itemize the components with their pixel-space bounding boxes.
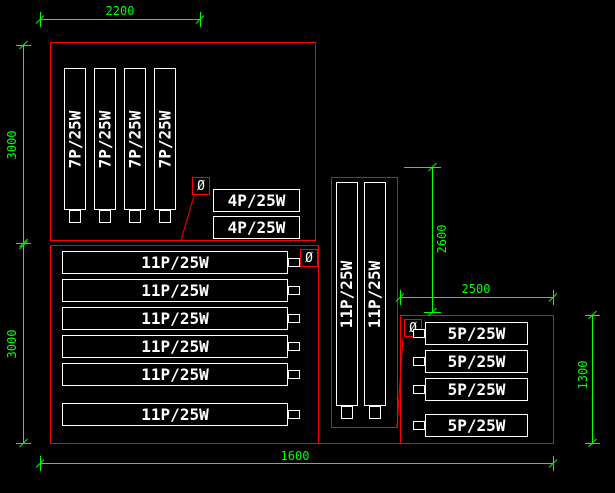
unit-block-5p-3: 5P/25W	[425, 378, 528, 401]
unit-label: 11P/25W	[337, 260, 357, 328]
unit-tab	[288, 342, 300, 351]
unit-tab	[288, 258, 300, 267]
distribution-symbol: Ø	[192, 177, 210, 195]
unit-tab	[159, 210, 171, 223]
dim-right-height: 1300	[576, 360, 590, 390]
unit-tab	[99, 210, 111, 223]
unit-block-11p-4: 11P/25W	[62, 335, 288, 358]
unit-tab	[413, 329, 425, 338]
unit-block-7p-2: 7P/25W	[94, 68, 116, 210]
unit-tab	[413, 421, 425, 430]
unit-block-11p-2: 11P/25W	[62, 279, 288, 302]
diameter-icon: Ø	[197, 178, 205, 194]
unit-block-11p-3: 11P/25W	[62, 307, 288, 330]
dim-left-lower-height: 3000	[5, 329, 19, 359]
diameter-icon: Ø	[409, 320, 417, 336]
unit-tab	[288, 370, 300, 379]
unit-block-7p-4: 7P/25W	[154, 68, 176, 210]
dim-center-height: 2600	[435, 224, 449, 254]
unit-tab	[341, 406, 353, 419]
dim-bottom-width: 1600	[280, 449, 310, 463]
unit-block-7p-1: 7P/25W	[64, 68, 86, 210]
unit-block-11p-v2: 11P/25W	[364, 182, 386, 406]
unit-block-11p-v1: 11P/25W	[336, 182, 358, 406]
unit-tab	[413, 385, 425, 394]
unit-block-11p-6: 11P/25W	[62, 403, 288, 426]
unit-tab	[369, 406, 381, 419]
unit-tab	[288, 314, 300, 323]
unit-label: 7P/25W	[95, 110, 115, 168]
unit-label: 7P/25W	[65, 110, 85, 168]
unit-block-5p-1: 5P/25W	[425, 322, 528, 345]
unit-block-11p-1: 11P/25W	[62, 251, 288, 274]
unit-block-7p-3: 7P/25W	[124, 68, 146, 210]
unit-label: 7P/25W	[155, 110, 175, 168]
distribution-symbol: Ø	[300, 249, 318, 267]
unit-tab	[288, 410, 300, 419]
unit-label: 7P/25W	[125, 110, 145, 168]
dim-left-upper-height: 3000	[5, 130, 19, 160]
unit-block-5p-2: 5P/25W	[425, 350, 528, 373]
unit-block-11p-5: 11P/25W	[62, 363, 288, 386]
unit-tab	[69, 210, 81, 223]
unit-tab	[413, 357, 425, 366]
dim-right-width: 2500	[461, 282, 491, 296]
unit-label: 11P/25W	[365, 260, 385, 328]
unit-block-4p-2: 4P/25W	[213, 216, 300, 239]
unit-block-5p-4: 5P/25W	[425, 414, 528, 437]
unit-tab	[129, 210, 141, 223]
unit-block-4p-1: 4P/25W	[213, 189, 300, 212]
unit-tab	[288, 286, 300, 295]
dim-top-width: 2200	[105, 4, 135, 18]
diameter-icon: Ø	[305, 250, 313, 266]
